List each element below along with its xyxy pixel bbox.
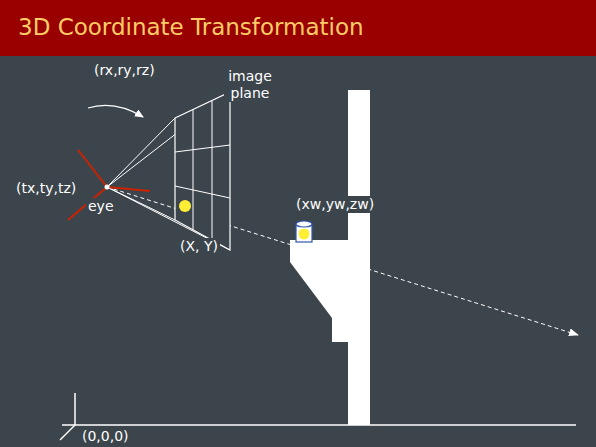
rotation-label: (rx,ry,rz) (92, 62, 157, 79)
origin-label: (0,0,0) (80, 428, 131, 445)
eye-label: eye (86, 198, 116, 215)
image-point-label: (X, Y) (178, 238, 220, 255)
translation-label: (tx,ty,tz) (14, 180, 78, 197)
image-plane-label: image plane (224, 68, 276, 102)
world-point-label: (xw,yw,zw) (294, 196, 376, 213)
slide-title: 3D Coordinate Transformation (18, 14, 364, 40)
